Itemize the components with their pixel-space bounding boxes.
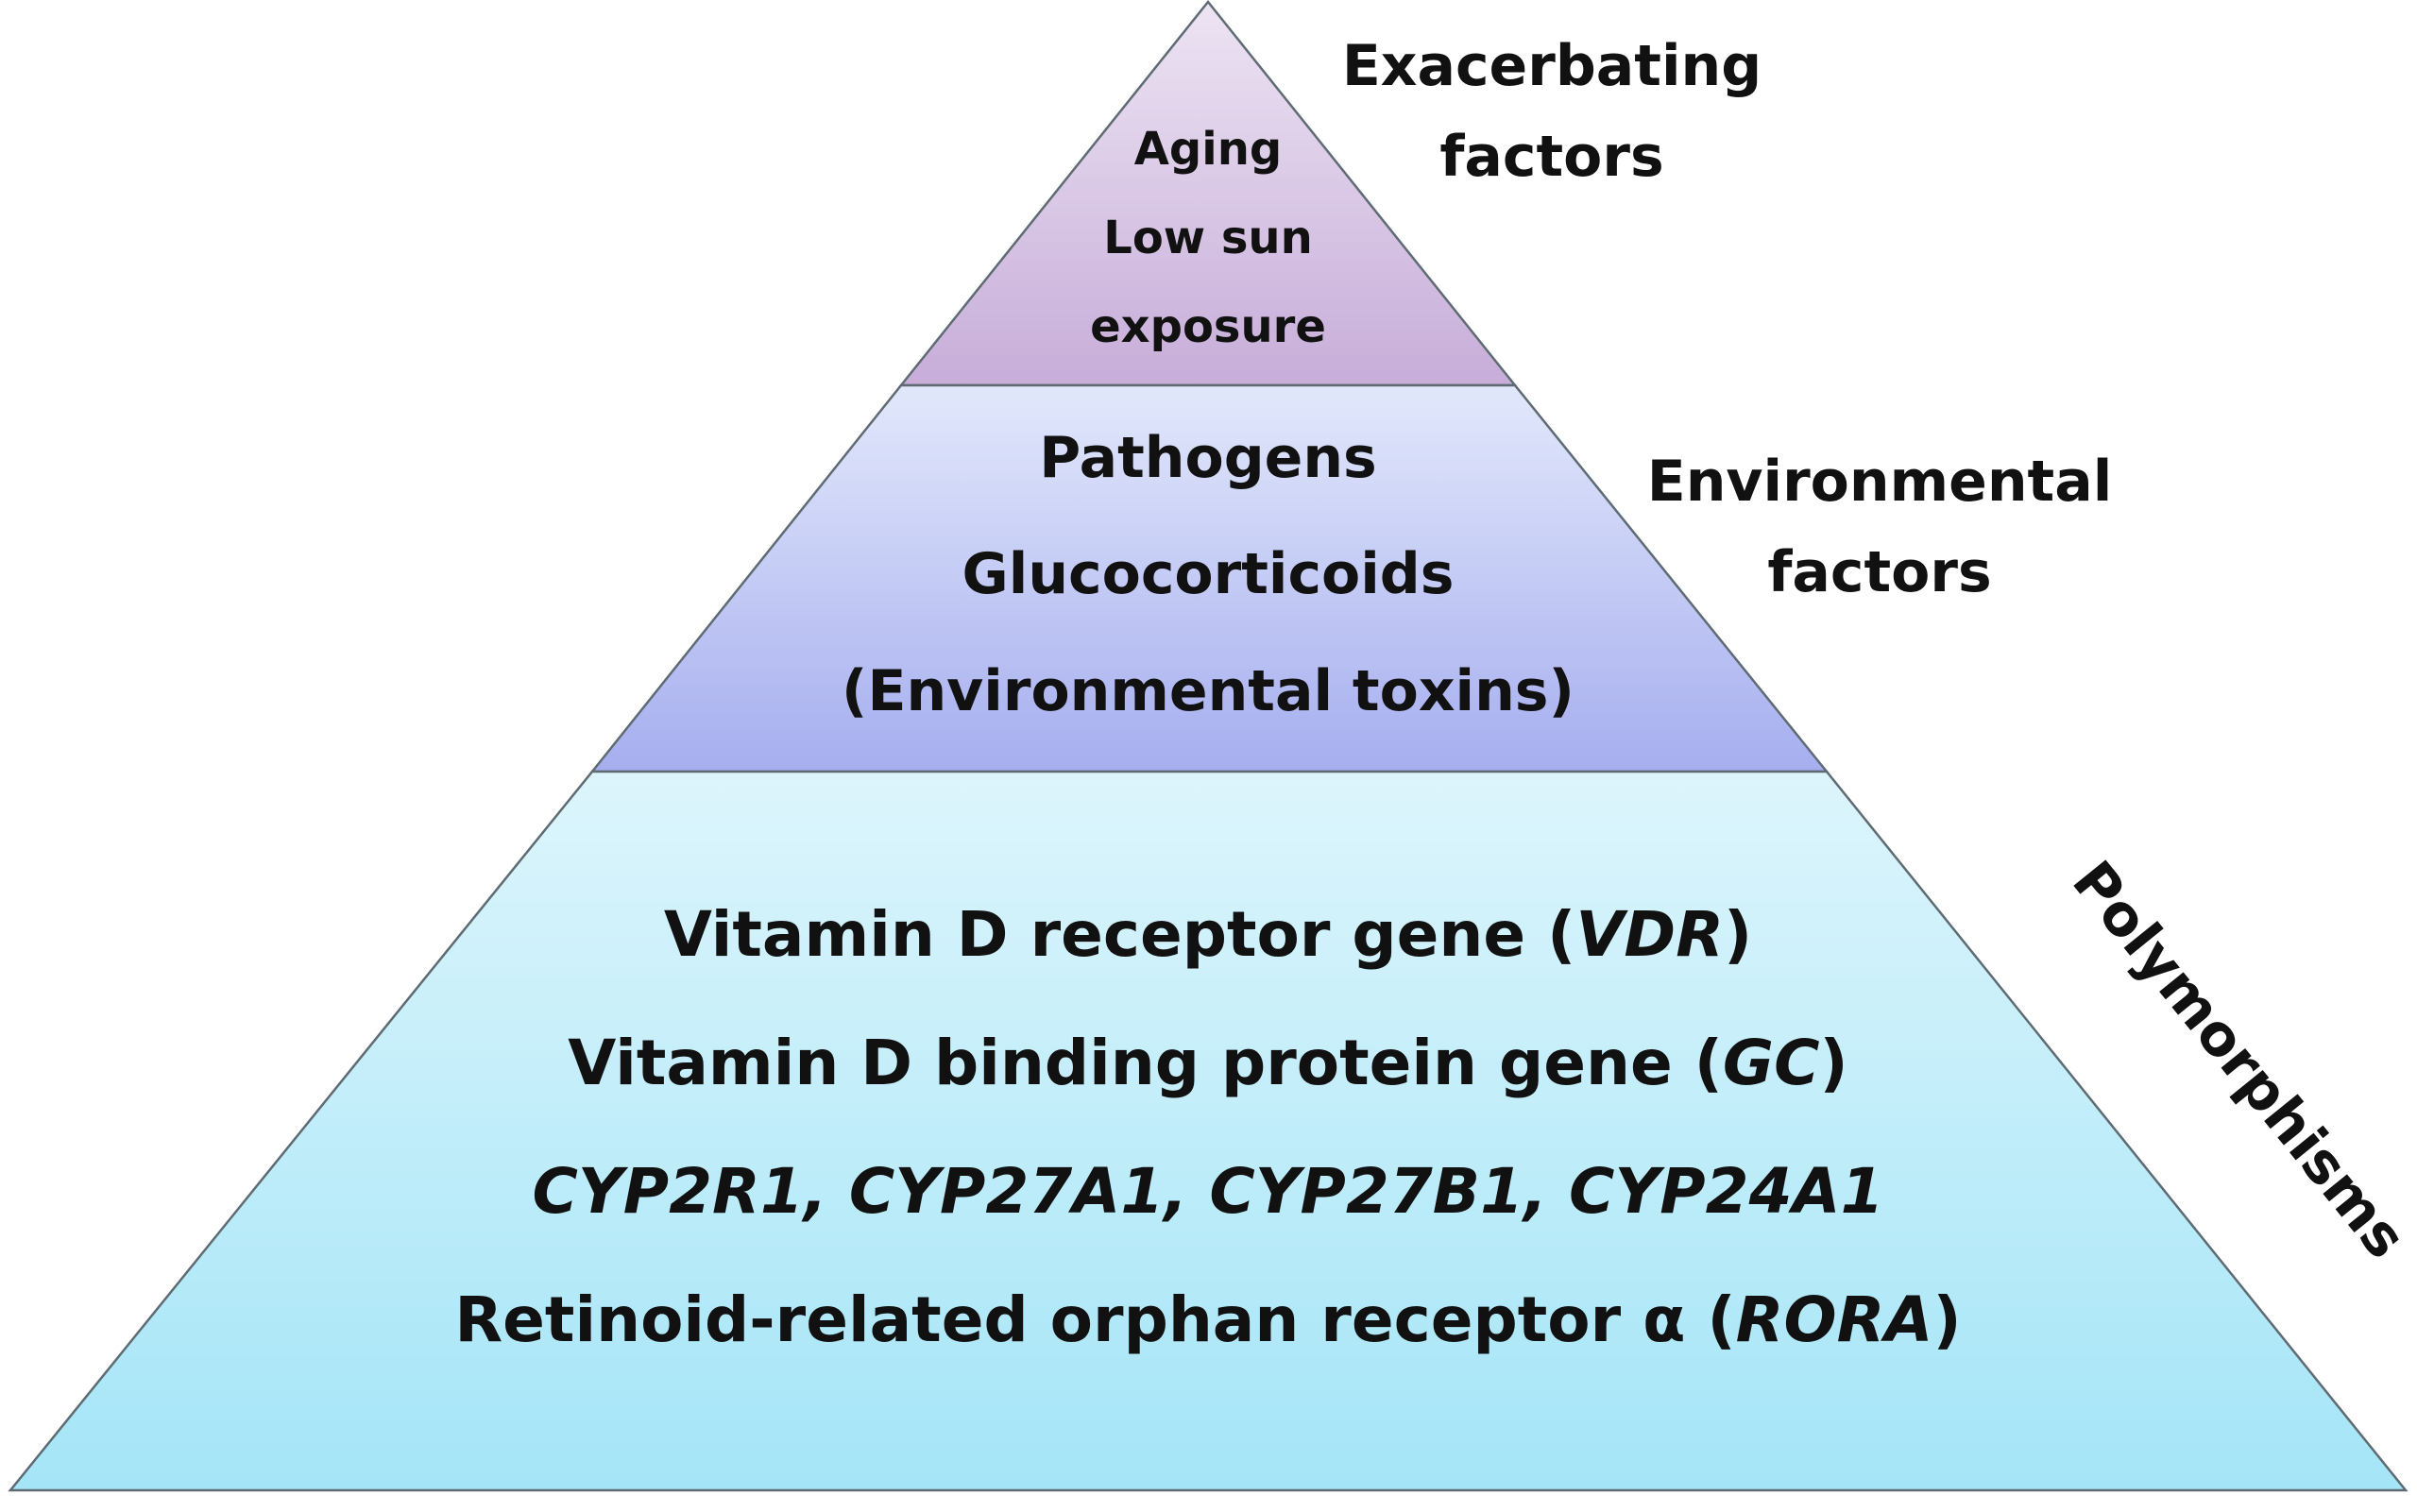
gc-gene: GC: [1723, 1027, 1820, 1099]
label-exacerbating-factors: Exacerbating factors: [1342, 33, 1762, 190]
tier-bottom-line-cyp: CYP2R1, CYP27A1, CYP27B1, CYP24A1: [533, 1155, 1884, 1228]
tier-bottom-line-vdr: Vitamin D receptor gene (VDR): [664, 898, 1752, 971]
tier-bottom-line-rora: Retinoid-related orphan receptor α (RORA…: [454, 1283, 1961, 1356]
label-exacerbating-line-1: Exacerbating: [1342, 33, 1762, 99]
vdr-gene: VDR: [1575, 898, 1724, 971]
vdr-prefix: Vitamin D receptor gene (: [664, 898, 1576, 971]
rora-gene: RORA: [1736, 1283, 1933, 1356]
label-environmental-line-2: factors: [1767, 539, 1991, 605]
label-environmental-factors: Environmental factors: [1647, 449, 2113, 605]
label-exacerbating-line-2: factors: [1439, 124, 1663, 190]
tier-top-line-low-sun: Low sun: [1103, 212, 1313, 264]
rora-prefix: Retinoid-related orphan receptor α (: [454, 1283, 1735, 1356]
tier-top-text: Aging Low sun exposure: [1090, 123, 1326, 353]
tier-middle-line-glucocorticoids: Glucocorticoids: [962, 541, 1455, 607]
tier-bottom-text: Vitamin D receptor gene (VDR) Vitamin D …: [454, 898, 1961, 1356]
tier-middle-text: Pathogens Glucocorticoids (Environmental…: [842, 425, 1574, 724]
gc-prefix: Vitamin D binding protein gene (: [568, 1027, 1723, 1099]
tier-middle-line-toxins: (Environmental toxins): [842, 658, 1574, 724]
gc-suffix: ): [1820, 1027, 1848, 1099]
tier-top-line-exposure: exposure: [1090, 300, 1326, 353]
tier-middle-line-pathogens: Pathogens: [1039, 425, 1377, 491]
rora-suffix: ): [1932, 1283, 1961, 1356]
label-environmental-line-1: Environmental: [1647, 449, 2113, 515]
tier-top-line-aging: Aging: [1134, 123, 1283, 176]
tier-bottom-line-gc: Vitamin D binding protein gene (GC): [568, 1027, 1847, 1099]
vdr-suffix: ): [1724, 898, 1752, 971]
tier-bottom-shape: [8, 770, 2408, 1492]
